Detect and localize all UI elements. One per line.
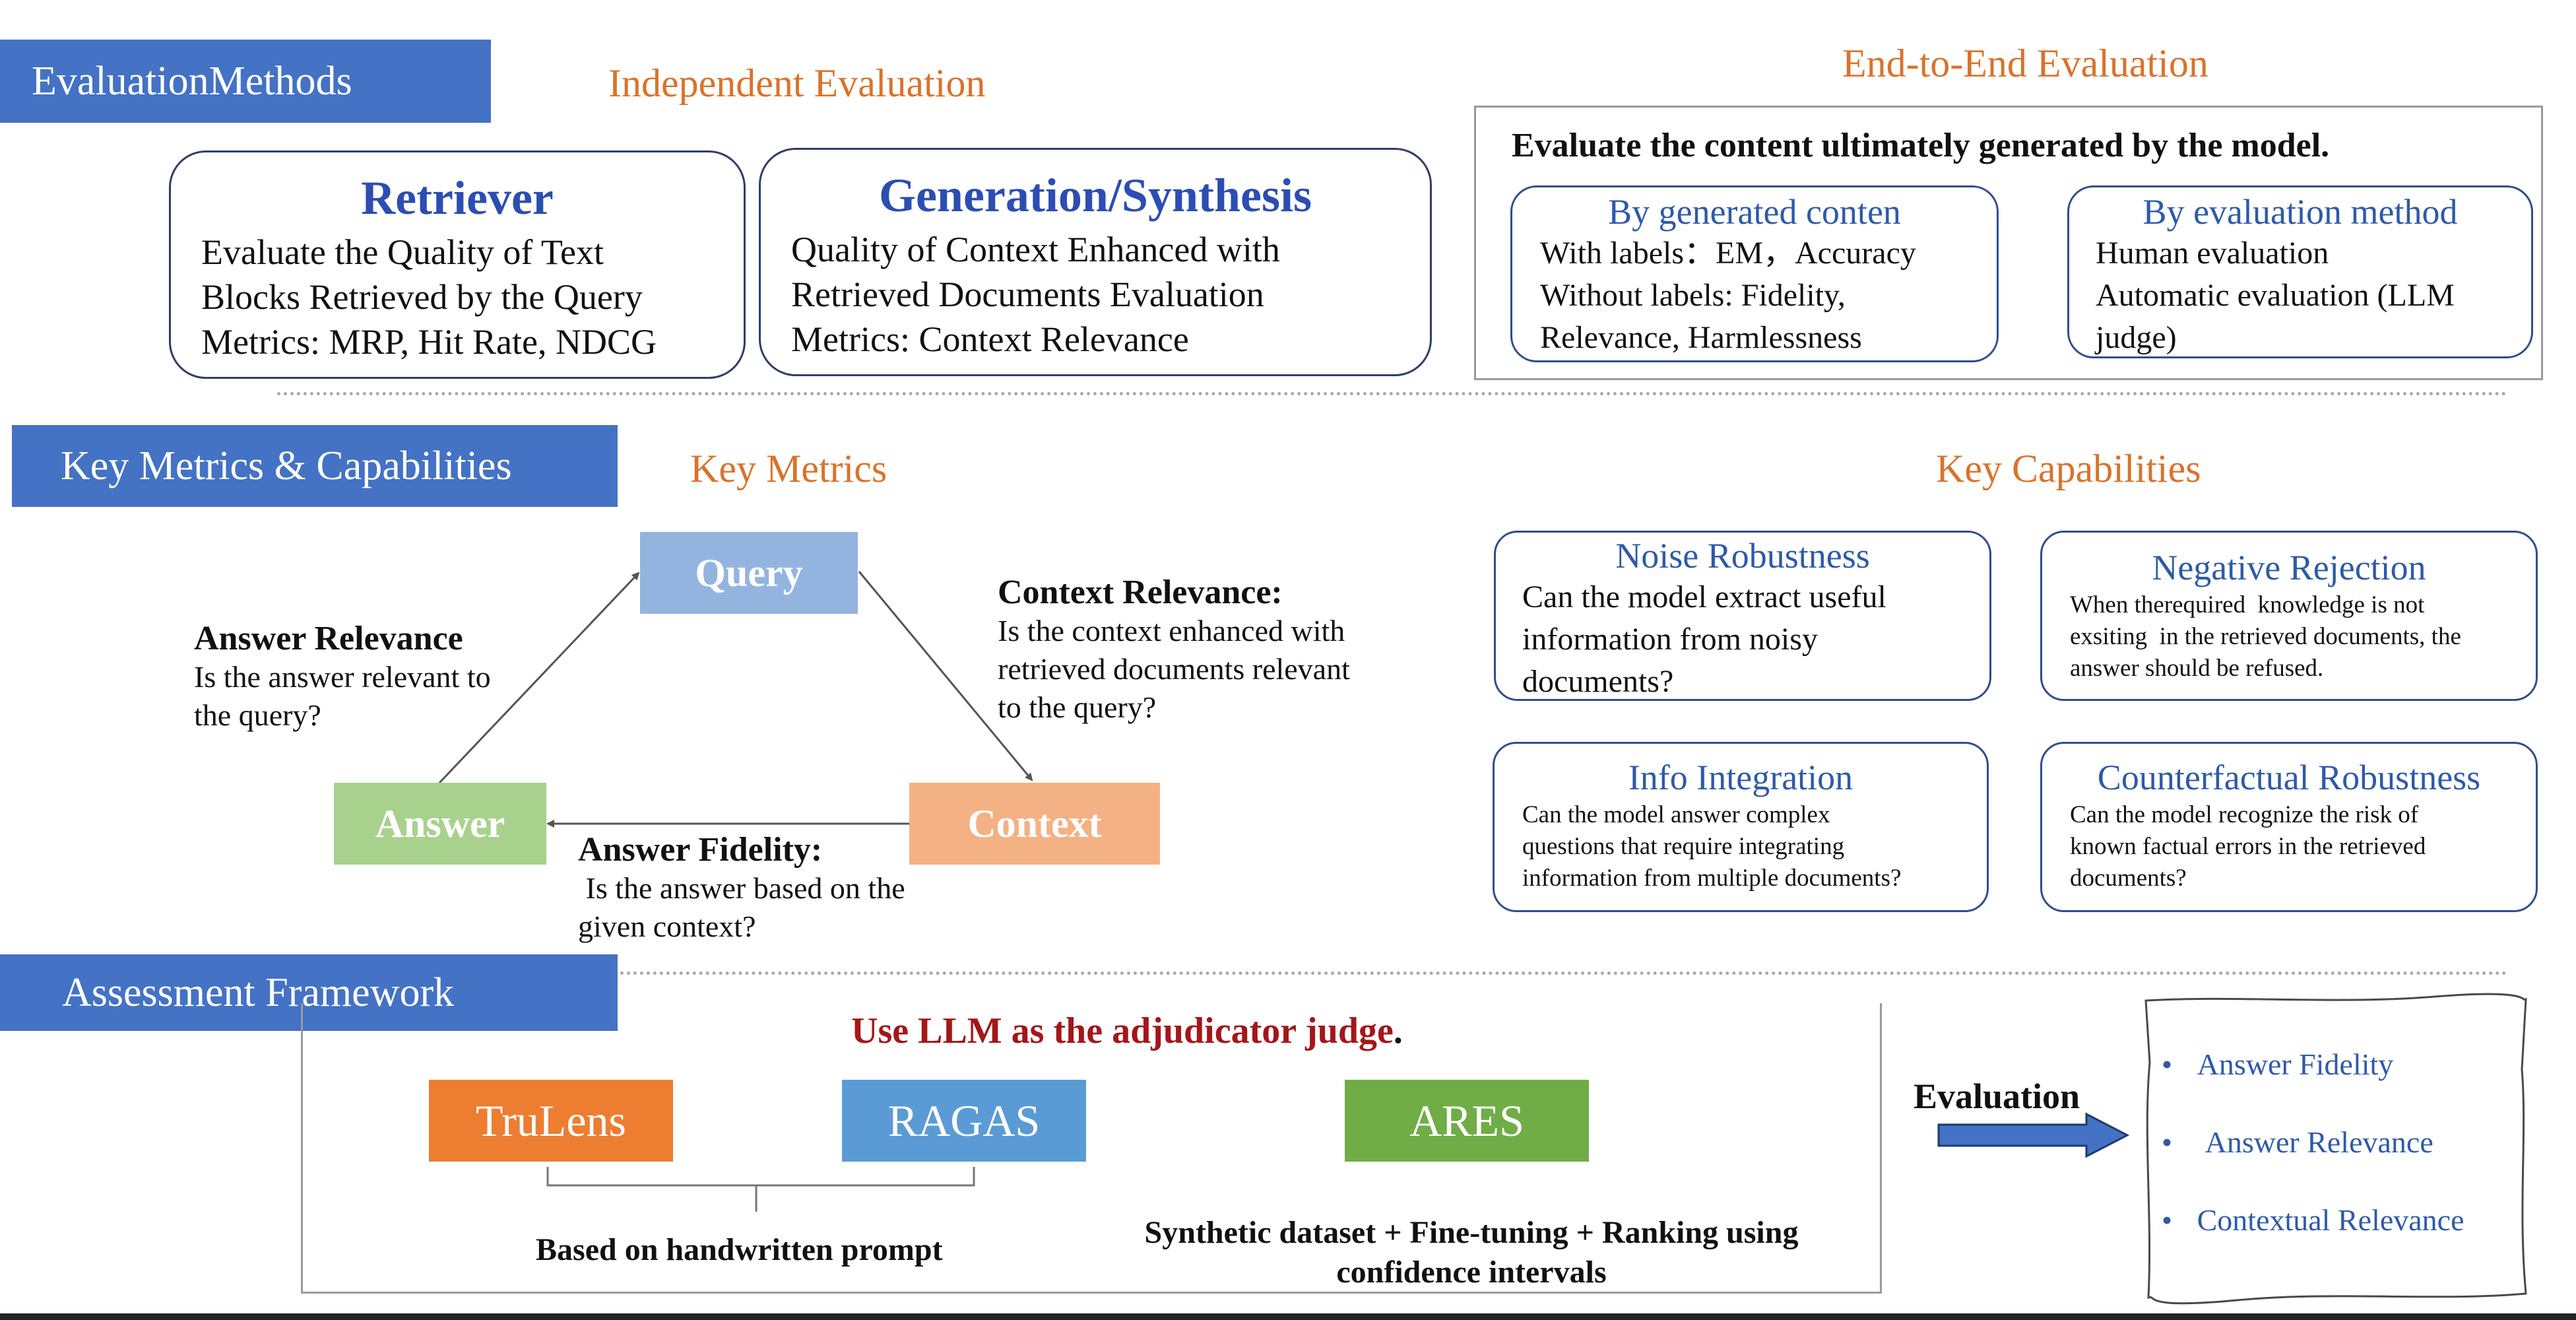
- info-integration-title: Info Integration: [1628, 758, 1853, 797]
- synthetic-label: Synthetic dataset + Fine-tuning + Rankin…: [1122, 1213, 1821, 1292]
- bullet-icon: •: [2162, 1047, 2173, 1081]
- answer-relevance-line: the query?: [194, 698, 321, 732]
- info-integration-box: Info Integration Can the model answer co…: [1493, 742, 1989, 912]
- answer-fidelity-line: Is the answer based on the: [578, 871, 905, 905]
- output-contextual-relevance: • Contextual Relevance: [2162, 1203, 2464, 1238]
- generation-line: Quality of Context Enhanced with: [791, 230, 1280, 269]
- query-to-context-arrow: [858, 571, 1033, 781]
- section-divider: [277, 392, 2507, 395]
- noise-robustness-line: Can the model extract useful: [1522, 579, 1886, 614]
- by-evaluation-method-title: By evaluation method: [2142, 192, 2458, 232]
- counterfactual-robustness-line: documents?: [2070, 865, 2187, 892]
- by-generated-content-title: By generated conten: [1608, 192, 1901, 232]
- retriever-line: Blocks Retrieved by the Query: [201, 277, 643, 317]
- context-relevance-line: Is the context enhanced with: [998, 614, 1345, 647]
- output-label: Answer Fidelity: [2197, 1047, 2394, 1081]
- evaluation-arrow-icon: [1937, 1112, 2130, 1158]
- negative-rejection-box: Negative Rejection When therequired know…: [2040, 531, 2538, 701]
- by-content-line: Relevance, Harmlessness: [1540, 320, 1862, 355]
- noise-robustness-title: Noise Robustness: [1615, 536, 1870, 576]
- context-relevance-line: retrieved documents relevant: [998, 652, 1350, 686]
- retriever-box: Retriever Evaluate the Quality of Text B…: [169, 150, 746, 379]
- independent-evaluation-heading: Independent Evaluation: [608, 61, 986, 105]
- key-capabilities-heading: Key Capabilities: [1936, 447, 2201, 490]
- key-metrics-heading: Key Metrics: [690, 447, 887, 490]
- bullet-icon: •: [2162, 1203, 2173, 1237]
- outputs-paper-frame: [2144, 993, 2527, 1305]
- llm-judge-period: .: [1393, 1010, 1403, 1051]
- section-tag-evaluation-methods: EvaluationMethods: [0, 40, 491, 123]
- answer-fidelity-title: Answer Fidelity:: [578, 831, 823, 869]
- answer-relevance-line: Is the answer relevant to: [194, 660, 491, 694]
- ares-tool: ARES: [1345, 1080, 1589, 1162]
- by-method-line: Human evaluation: [2096, 236, 2329, 271]
- generation-title: Generation/Synthesis: [878, 169, 1312, 222]
- by-method-line: Automatic evaluation (LLM: [2096, 278, 2455, 313]
- output-answer-relevance: • Answer Relevance: [2162, 1125, 2433, 1160]
- section-divider: [620, 972, 2507, 975]
- noise-robustness-box: Noise Robustness Can the model extract u…: [1494, 531, 1991, 701]
- by-method-line: judge): [2096, 320, 2177, 355]
- answer-fidelity-line: given context?: [578, 909, 756, 943]
- counterfactual-robustness-line: known factual errors in the retrieved: [2070, 833, 2426, 860]
- by-generated-content-box: By generated conten With labels：EM，Accur…: [1510, 185, 1999, 362]
- by-content-line: Without labels: Fidelity,: [1540, 278, 1846, 313]
- output-label: Contextual Relevance: [2197, 1203, 2464, 1237]
- negative-rejection-title: Negative Rejection: [2152, 548, 2426, 587]
- noise-robustness-line: information from noisy: [1522, 622, 1818, 657]
- retriever-title: Retriever: [361, 172, 554, 224]
- counterfactual-robustness-box: Counterfactual Robustness Can the model …: [2040, 742, 2538, 912]
- output-label: Answer Relevance: [2205, 1125, 2433, 1159]
- section-tag-key-metrics-capabilities: Key Metrics & Capabilities: [12, 425, 618, 507]
- llm-judge-title: Use LLM as the adjudicator judge.: [851, 1010, 1403, 1052]
- generation-box: Generation/Synthesis Quality of Context …: [759, 148, 1432, 376]
- context-node: Context: [909, 783, 1160, 865]
- framework-frame: [301, 1003, 1882, 1294]
- negative-rejection-line: answer should be refused.: [2070, 655, 2324, 682]
- section-tag-assessment-framework: Assessment Framework: [0, 954, 618, 1031]
- query-node: Query: [640, 532, 858, 614]
- answer-to-query-arrow: [438, 572, 640, 784]
- info-integration-line: questions that require integrating: [1522, 833, 1845, 860]
- info-integration-line: Can the model answer complex: [1522, 801, 1830, 828]
- generation-line: Metrics: Context Relevance: [791, 319, 1189, 359]
- ragas-tool: RAGAS: [842, 1080, 1086, 1162]
- negative-rejection-line: When therequired knowledge is not: [2070, 591, 2425, 618]
- by-evaluation-method-box: By evaluation method Human evaluation Au…: [2067, 185, 2533, 358]
- bottom-rule: [0, 1313, 2576, 1320]
- answer-fidelity-label: Answer Fidelity: Is the answer based on …: [578, 830, 905, 946]
- retriever-line: Evaluate the Quality of Text: [201, 232, 604, 272]
- synthetic-line: confidence intervals: [1336, 1255, 1607, 1290]
- answer-node: Answer: [334, 783, 546, 865]
- context-relevance-label: Context Relevance: Is the context enhanc…: [998, 573, 1350, 727]
- context-relevance-line: to the query?: [998, 690, 1157, 724]
- answer-relevance-title: Answer Relevance: [194, 620, 463, 657]
- end-to-end-frame: Evaluate the content ultimately generate…: [1474, 106, 2543, 380]
- info-integration-line: information from multiple documents?: [1522, 865, 1902, 892]
- generation-line: Retrieved Documents Evaluation: [791, 275, 1264, 314]
- end-to-end-statement: Evaluate the content ultimately generate…: [1512, 127, 2330, 164]
- context-relevance-title: Context Relevance:: [998, 574, 1283, 611]
- retriever-line: Metrics: MRP, Hit Rate, NDCG: [201, 322, 657, 362]
- synthetic-line: Synthetic dataset + Fine-tuning + Rankin…: [1144, 1215, 1799, 1250]
- output-answer-fidelity: • Answer Fidelity: [2162, 1047, 2393, 1082]
- noise-robustness-line: documents?: [1522, 664, 1674, 699]
- counterfactual-robustness-title: Counterfactual Robustness: [2097, 758, 2481, 797]
- bullet-icon: •: [2162, 1125, 2173, 1159]
- answer-relevance-label: Answer Relevance Is the answer relevant …: [194, 619, 491, 735]
- trulens-tool: TruLens: [429, 1080, 673, 1162]
- end-to-end-heading: End-to-End Evaluation: [1842, 42, 2208, 85]
- by-content-line: With labels：EM，Accuracy: [1540, 236, 1916, 271]
- llm-judge-text: Use LLM as the adjudicator judge: [851, 1010, 1394, 1051]
- handwritten-prompt-label: Based on handwritten prompt: [536, 1232, 943, 1267]
- counterfactual-robustness-line: Can the model recognize the risk of: [2070, 801, 2419, 828]
- negative-rejection-line: exsiting in the retrieved documents, the: [2070, 623, 2461, 650]
- evaluation-label: Evaluation: [1914, 1076, 2080, 1116]
